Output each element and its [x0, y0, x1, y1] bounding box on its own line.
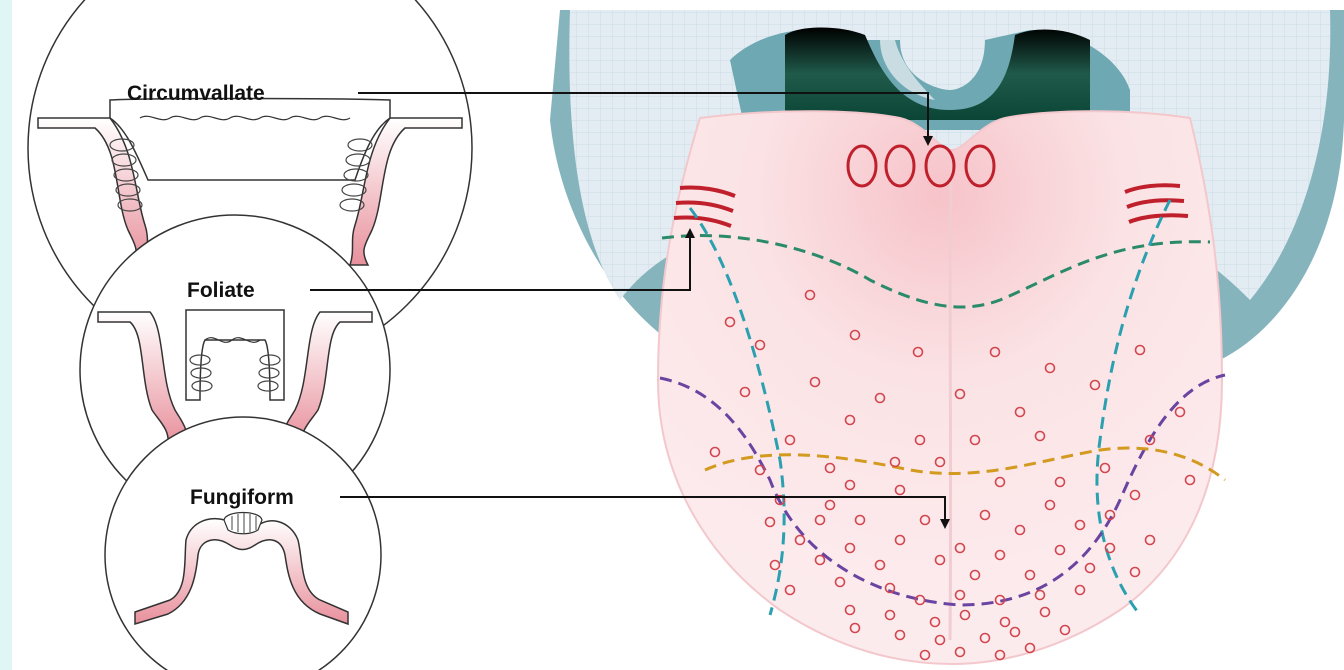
circumvallate-papilla [110, 99, 390, 181]
fungiform-label: Fungiform [190, 486, 294, 509]
tongue-illustration [550, 10, 1344, 664]
median-sulcus [950, 160, 952, 640]
foliate-label: Foliate [187, 279, 255, 302]
left-edge-strip [0, 0, 12, 670]
circumvallate-label: Circumvallate [127, 82, 265, 105]
